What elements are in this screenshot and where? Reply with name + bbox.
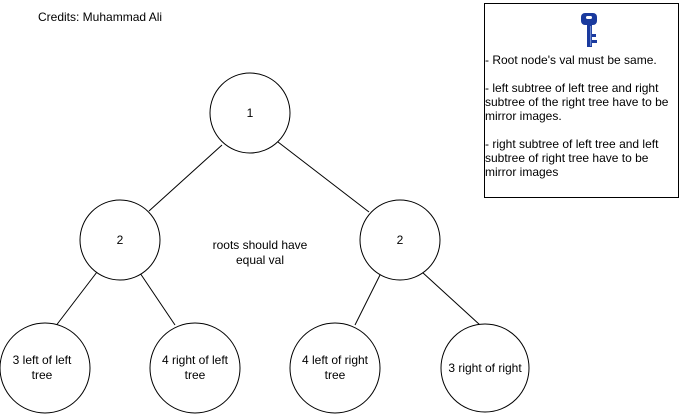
node-ll-circle — [0, 322, 91, 414]
node-right-label: 2 — [396, 232, 404, 247]
node-lr-circle — [149, 322, 241, 414]
edge-right-rl — [354, 272, 382, 326]
edge-root-left — [148, 144, 223, 212]
node-rl-label: 4 left of right tree — [301, 353, 369, 382]
credits-text: Credits: Muhammad Ali — [38, 10, 163, 24]
edge-left-ll — [54, 271, 98, 328]
node-lr-label: 4 right of left tree — [161, 353, 229, 382]
node-rl-circle — [289, 322, 381, 414]
node-left-circle — [79, 199, 161, 281]
node-rr-circle — [440, 323, 530, 413]
edge-root-right — [277, 141, 370, 213]
key-icon — [581, 13, 597, 47]
edge-left-lr — [139, 272, 176, 326]
edge-right-rr — [421, 271, 481, 326]
key-note-2: - left subtree of left tree and right su… — [485, 81, 669, 123]
node-left-label: 2 — [116, 232, 124, 247]
node-root-circle — [209, 72, 291, 154]
node-ll-label: 3 left of left tree — [12, 353, 72, 382]
key-note-3: - right subtree of left tree and left su… — [485, 137, 659, 179]
key-notes-box: - Root node's val must be same. - left s… — [484, 3, 679, 198]
node-root-label: 1 — [246, 105, 254, 120]
node-rr-label: 3 right of right — [448, 360, 522, 375]
key-notes-list: - Root node's val must be same. - left s… — [485, 53, 675, 193]
key-note-1: - Root node's val must be same. — [485, 53, 657, 67]
roots-equal-note: roots should have equal val — [212, 238, 308, 267]
node-right-circle — [359, 199, 441, 281]
